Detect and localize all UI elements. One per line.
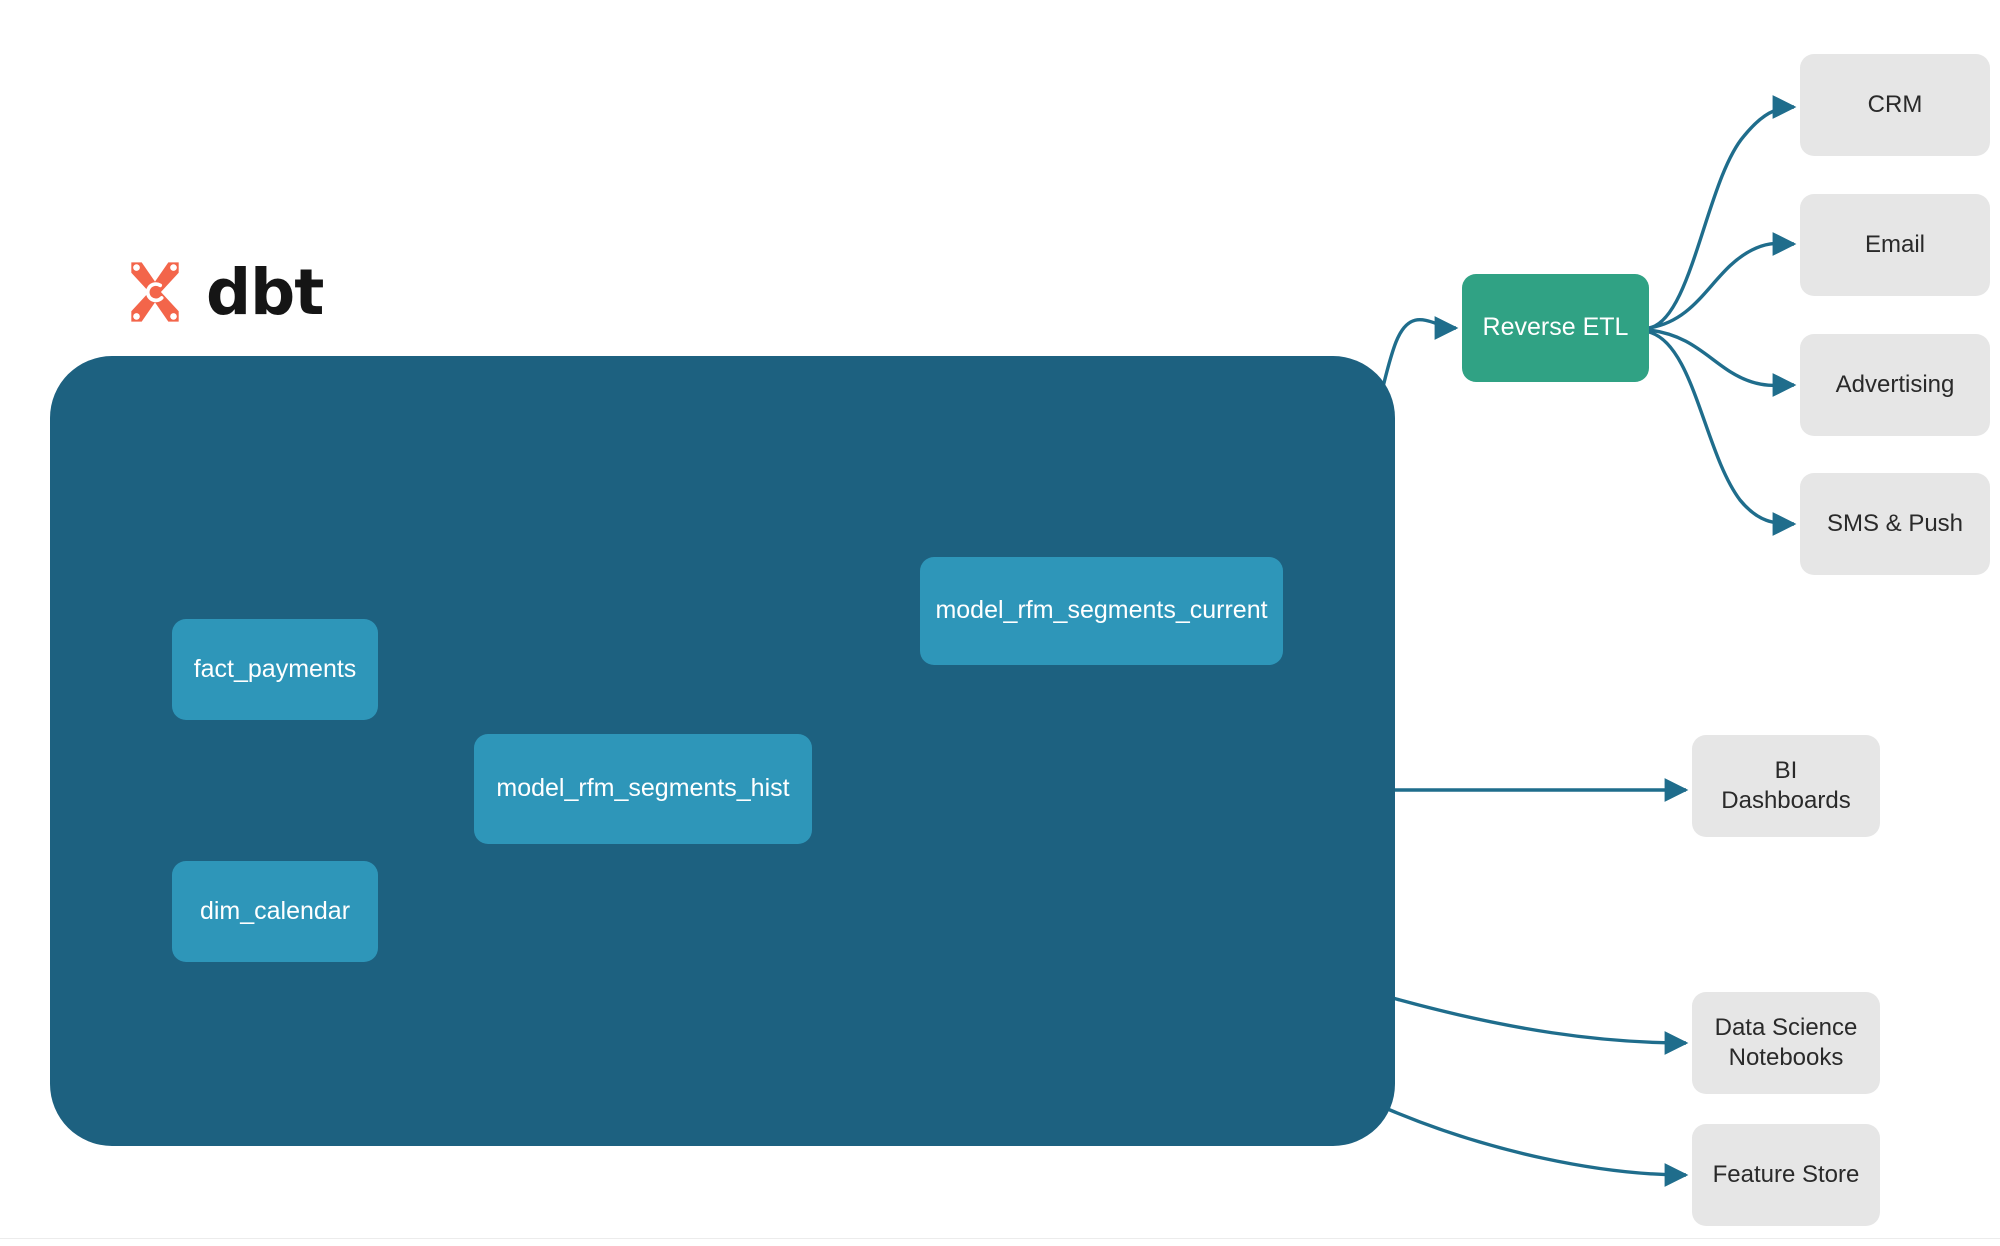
model-node-model-rfm-segments-current[interactable]: model_rfm_segments_current	[920, 557, 1283, 665]
dbt-logo-icon	[131, 262, 179, 322]
destination-node-bi-dashboards[interactable]: BI Dashboards	[1692, 735, 1880, 837]
service-node-label: Reverse ETL	[1482, 313, 1629, 342]
edge-reverse-etl-to-crm	[1648, 95, 1797, 330]
destination-node-label: Advertising	[1835, 371, 1955, 398]
dbt-logo: dbt	[118, 255, 324, 329]
model-node-fact-payments[interactable]: fact_payments	[172, 619, 378, 720]
destination-node-label-line-1: Data Science	[1714, 1014, 1858, 1041]
destination-node-label: CRM	[1867, 91, 1923, 118]
model-node-model-rfm-segments-hist[interactable]: model_rfm_segments_hist	[474, 734, 812, 844]
model-node-label: model_rfm_segments_current	[935, 596, 1268, 625]
destination-node-label: Feature Store	[1712, 1161, 1860, 1188]
model-node-label: fact_payments	[193, 654, 357, 683]
model-node-dim-calendar[interactable]: dim_calendar	[172, 861, 378, 962]
destination-node-label: Data Science Notebooks	[1715, 1013, 1858, 1073]
destination-node-sms-push[interactable]: SMS & Push	[1800, 473, 1990, 575]
edge-reverse-etl-to-email	[1648, 232, 1797, 330]
bottom-divider	[0, 1238, 2000, 1239]
destination-node-data-science-notebooks[interactable]: Data Science Notebooks	[1692, 992, 1880, 1094]
destination-node-crm[interactable]: CRM	[1800, 54, 1990, 156]
dbt-wordmark: dbt	[206, 255, 324, 329]
destination-node-label-line-2: Notebooks	[1728, 1044, 1844, 1071]
destination-node-label: Email	[1864, 231, 1925, 258]
model-node-label: model_rfm_segments_hist	[496, 774, 790, 803]
edge-reverse-etl-to-advertising	[1648, 328, 1797, 397]
destination-node-label: SMS & Push	[1826, 510, 1964, 537]
model-node-label: dim_calendar	[199, 896, 351, 925]
destination-node-label: BI Dashboards	[1721, 757, 1851, 814]
service-node-reverse-etl[interactable]: Reverse ETL	[1462, 274, 1649, 382]
destination-node-email[interactable]: Email	[1800, 194, 1990, 296]
destination-node-advertising[interactable]: Advertising	[1800, 334, 1990, 436]
destination-node-feature-store[interactable]: Feature Store	[1692, 1124, 1880, 1226]
edge-reverse-etl-to-sms-push	[1648, 330, 1797, 536]
